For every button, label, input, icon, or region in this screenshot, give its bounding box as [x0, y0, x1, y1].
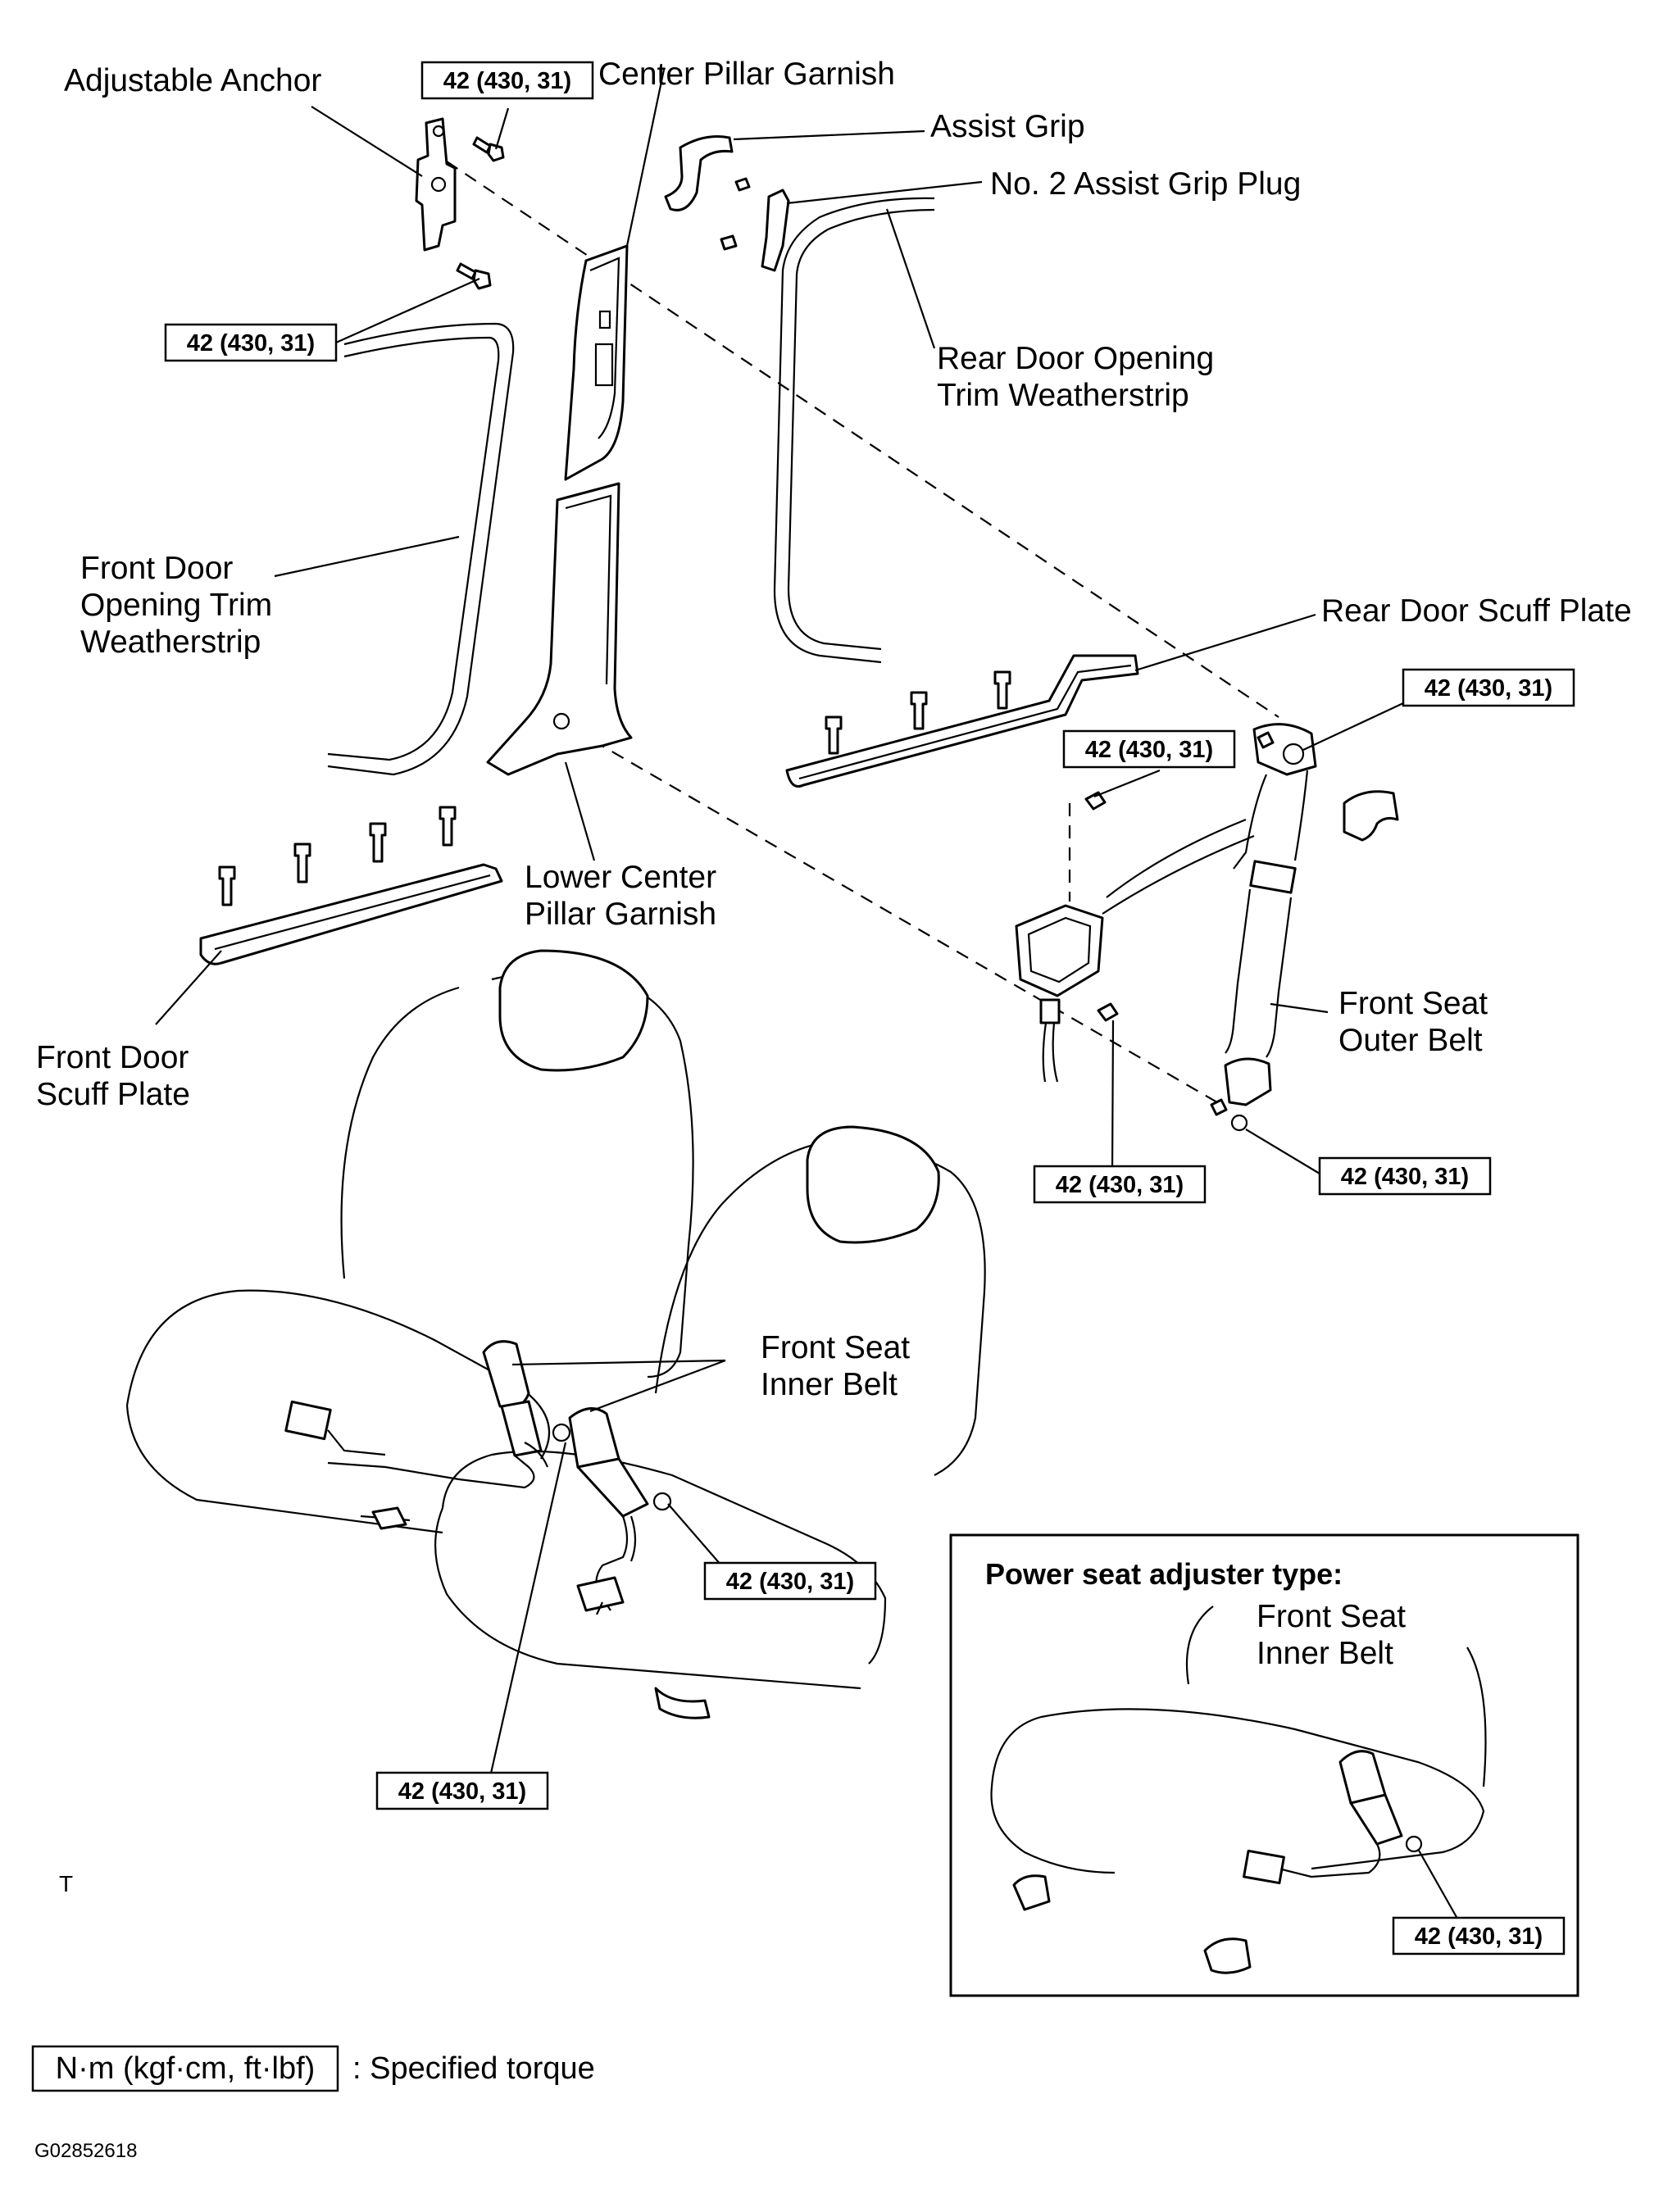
- corner-mark: T: [59, 1871, 73, 1896]
- label-front-door-opening-line3: Weatherstrip: [80, 625, 261, 660]
- rear-door-scuff-plate-part: [785, 654, 1139, 788]
- front-door-opening-weatherstrip-part: [327, 322, 515, 776]
- label-front-door-opening-line2: Opening Trim: [80, 588, 272, 623]
- svg-text:42 (430, 31): 42 (430, 31): [1085, 737, 1213, 763]
- svg-text:42 (430, 31): 42 (430, 31): [1425, 675, 1552, 702]
- label-center-pillar-garnish: Center Pillar Garnish: [598, 57, 895, 92]
- label-adjustable-anchor: Adjustable Anchor: [64, 63, 321, 98]
- inset-text: Power seat adjuster type: Front Seat Inn…: [985, 1557, 1566, 1955]
- inset-label-line2: Inner Belt: [1257, 1636, 1393, 1671]
- torque-box: 42 (430, 31): [703, 1561, 877, 1601]
- inset-title: Power seat adjuster type:: [985, 1557, 1343, 1591]
- torque-legend: N·m (kgf·cm, ft·lbf) : Specified torque: [31, 2045, 595, 2092]
- torque-box: 42 (430, 31): [164, 323, 338, 362]
- front-seat-right-part: [434, 1125, 986, 1719]
- torque-box: 42 (430, 31): [1033, 1165, 1207, 1204]
- lower-center-pillar-garnish-part: [486, 482, 633, 776]
- label-front-seat-inner-belt-line2: Inner Belt: [761, 1367, 898, 1402]
- torque-box: 42 (430, 31): [420, 61, 594, 100]
- torque-box: 42 (430, 31): [375, 1771, 549, 1810]
- front-seat-inner-belt-part: [284, 1340, 672, 1615]
- svg-text:42 (430, 31): 42 (430, 31): [443, 68, 571, 94]
- torque-box: 42 (430, 31): [1318, 1156, 1492, 1196]
- front-seat-left-part: [125, 949, 694, 1534]
- svg-text:42 (430, 31): 42 (430, 31): [398, 1778, 526, 1805]
- belt-cover-part: [1343, 790, 1399, 842]
- label-front-seat-outer-belt-line1: Front Seat: [1338, 986, 1488, 1021]
- label-rear-door-scuff-plate: Rear Door Scuff Plate: [1321, 593, 1632, 629]
- label-lower-center-pillar-line2: Pillar Garnish: [525, 897, 716, 932]
- inset-torque-box: 42 (430, 31): [1392, 1916, 1566, 1955]
- assist-grip-part: [664, 135, 751, 251]
- svg-text:42 (430, 31): 42 (430, 31): [187, 330, 315, 357]
- label-rear-door-opening-trim-weatherstrip-line2: Trim Weatherstrip: [937, 378, 1189, 413]
- svg-text:42 (430, 31): 42 (430, 31): [1415, 1924, 1543, 1950]
- label-front-seat-inner-belt-line1: Front Seat: [761, 1330, 910, 1365]
- label-no2-assist-grip-plug: No. 2 Assist Grip Plug: [990, 166, 1301, 202]
- torque-box: 42 (430, 31): [1062, 729, 1236, 769]
- torque-box: 42 (430, 31): [1402, 668, 1575, 707]
- svg-text:42 (430, 31): 42 (430, 31): [1341, 1164, 1469, 1190]
- no2-assist-grip-plug-part: [761, 188, 790, 272]
- anchor-bolts: [456, 136, 505, 290]
- inset-label-line1: Front Seat: [1257, 1599, 1406, 1634]
- svg-text:42 (430, 31): 42 (430, 31): [726, 1569, 854, 1595]
- center-pillar-garnish-part: [564, 244, 629, 481]
- label-lower-center-pillar-line1: Lower Center: [525, 860, 716, 895]
- torque-callouts: 42 (430, 31) 42 (430, 31) 42 (430, 31) 4…: [164, 61, 1575, 1810]
- svg-text:42 (430, 31): 42 (430, 31): [1056, 1172, 1184, 1198]
- legend-description: : Specified torque: [352, 2051, 595, 2086]
- label-rear-door-opening-trim-weatherstrip-line1: Rear Door Opening: [937, 341, 1214, 376]
- part-labels: Adjustable Anchor Center Pillar Garnish …: [36, 57, 1632, 1402]
- legend-unit-box: N·m (kgf·cm, ft·lbf): [56, 2051, 316, 2086]
- front-scuff-plate-clips: [218, 806, 457, 906]
- leader-lines: [155, 69, 1461, 1925]
- alignment-lines: [446, 161, 1279, 1103]
- adjustable-anchor-part: [415, 117, 457, 252]
- front-door-scuff-plate-part: [199, 863, 503, 965]
- rear-door-opening-weatherstrip-part: [773, 197, 935, 664]
- rear-scuff-plate-clips: [825, 670, 1011, 755]
- label-front-door-opening-line1: Front Door: [80, 551, 233, 586]
- label-front-door-scuff-plate-line1: Front Door: [36, 1040, 189, 1075]
- label-front-door-scuff-plate-line2: Scuff Plate: [36, 1077, 190, 1112]
- label-front-seat-outer-belt-line2: Outer Belt: [1338, 1023, 1483, 1058]
- figure-id: G02852618: [34, 2140, 137, 2162]
- label-assist-grip: Assist Grip: [930, 109, 1085, 144]
- front-seat-outer-belt-part: [1015, 723, 1317, 1132]
